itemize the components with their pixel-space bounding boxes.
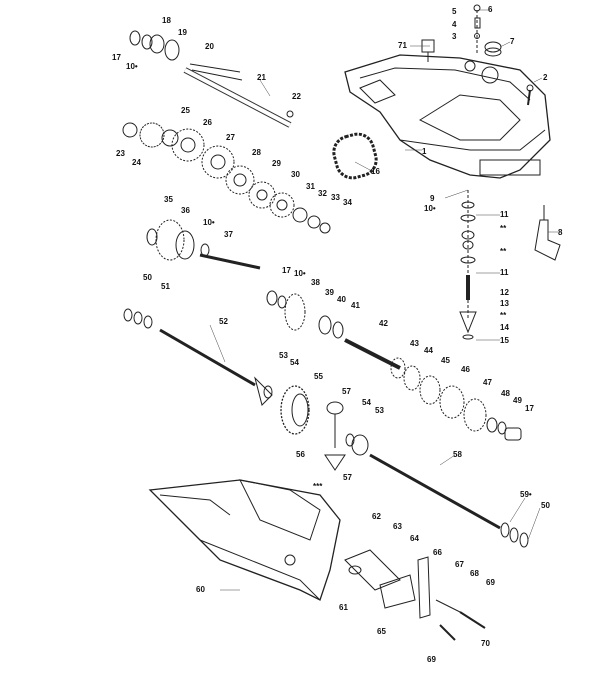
part-label-29: 29 (272, 159, 281, 168)
part-label-45: 45 (441, 356, 450, 365)
part-label-10-mid: 10• (203, 218, 215, 227)
part-label-57-top: 57 (342, 387, 351, 396)
part-label-30: 30 (291, 170, 300, 179)
part-label-2: 2 (543, 73, 548, 82)
part-label-58: 58 (453, 450, 462, 459)
part-label-5: 5 (452, 7, 457, 16)
part-label-12: 12 (500, 288, 509, 297)
part-label-24: 24 (132, 158, 141, 167)
part-label-54-right: 54 (362, 398, 371, 407)
part-label-32: 32 (318, 189, 327, 198)
part-label-40: 40 (337, 295, 346, 304)
part-label-17-top: 17 (112, 53, 121, 62)
part-label-56: 56 (296, 450, 305, 459)
part-label-61: 61 (339, 603, 348, 612)
part-label-22: 22 (292, 92, 301, 101)
part-label-11-lower: 11 (500, 268, 509, 277)
part-label-55: 55 (314, 372, 323, 381)
part-label-3: 3 (452, 32, 457, 41)
part-label-16: 16 (371, 167, 380, 176)
part-label-21: 21 (257, 73, 266, 82)
part-label-13: 13 (500, 299, 509, 308)
part-label-65: 65 (377, 627, 386, 636)
part-label-35: 35 (164, 195, 173, 204)
part-label-51: 51 (161, 282, 170, 291)
part-label-31: 31 (306, 182, 315, 191)
part-label-8: 8 (558, 228, 563, 237)
part-label-double-star-3: ** (500, 311, 507, 320)
part-label-52: 52 (219, 317, 228, 326)
part-label-25: 25 (181, 106, 190, 115)
part-label-10-lower: 10• (294, 269, 306, 278)
part-label-36: 36 (181, 206, 190, 215)
part-label-27: 27 (226, 133, 235, 142)
part-label-53-left: 53 (279, 351, 288, 360)
part-label-46: 46 (461, 365, 470, 374)
part-label-6: 6 (488, 5, 493, 14)
part-label-71: 71 (398, 41, 407, 50)
part-label-44: 44 (424, 346, 433, 355)
part-label-17-lower: 17 (525, 404, 534, 413)
part-label-39: 39 (325, 288, 334, 297)
part-label-66: 66 (433, 548, 442, 557)
part-label-50-left: 50 (143, 273, 152, 282)
part-label-54-left: 54 (290, 358, 299, 367)
part-label-10-top: 10• (126, 62, 138, 71)
part-label-64: 64 (410, 534, 419, 543)
part-label-double-star-2: ** (500, 247, 507, 256)
part-label-14: 14 (500, 323, 509, 332)
upper-housing (344, 54, 551, 179)
part-label-63: 63 (393, 522, 402, 531)
part-label-triple-star: *** (313, 482, 323, 491)
part-label-68: 68 (470, 569, 479, 578)
part-label-47: 47 (483, 378, 492, 387)
part-label-48: 48 (501, 389, 510, 398)
part-label-33: 33 (331, 193, 340, 202)
part-label-67: 67 (455, 560, 464, 569)
part-label-41: 41 (351, 301, 360, 310)
part-label-20: 20 (205, 42, 214, 51)
drive-chain (332, 132, 378, 180)
gear-row-upper (122, 122, 331, 234)
part-label-53-right: 53 (375, 406, 384, 415)
part-label-10-secondary: 10• (424, 204, 436, 213)
part-label-60: 60 (196, 585, 205, 594)
part-label-11-upper: 11 (500, 210, 509, 219)
part-label-7: 7 (510, 37, 515, 46)
part-label-49: 49 (513, 396, 522, 405)
part-label-28: 28 (252, 148, 261, 157)
leader-lines (209, 9, 558, 591)
part-label-38: 38 (311, 278, 320, 287)
part-label-57-bottom: 57 (343, 473, 352, 482)
part-label-42: 42 (379, 319, 388, 328)
part-label-69-right: 69 (486, 578, 495, 587)
part-label-43: 43 (410, 339, 419, 348)
part-label-18: 18 (162, 16, 171, 25)
part-label-9: 9 (430, 194, 435, 203)
lower-housing (148, 479, 341, 601)
part-label-23: 23 (116, 149, 125, 158)
part-label-26: 26 (203, 118, 212, 127)
input-shaft (183, 63, 294, 128)
part-label-70: 70 (481, 639, 490, 648)
part-label-59: 59• (520, 490, 532, 499)
part-label-4: 4 (452, 20, 457, 29)
part-label-50-right: 50 (541, 501, 550, 510)
part-label-34: 34 (343, 198, 352, 207)
part-label-19: 19 (178, 28, 187, 37)
part-label-69-bottom: 69 (427, 655, 436, 664)
part-label-37: 37 (224, 230, 233, 239)
part-label-62: 62 (372, 512, 381, 521)
part-label-1: 1 (422, 147, 427, 156)
part-label-15: 15 (500, 336, 509, 345)
part-label-double-star-1: ** (500, 224, 507, 233)
part-label-17-mid: 17 (282, 266, 291, 275)
